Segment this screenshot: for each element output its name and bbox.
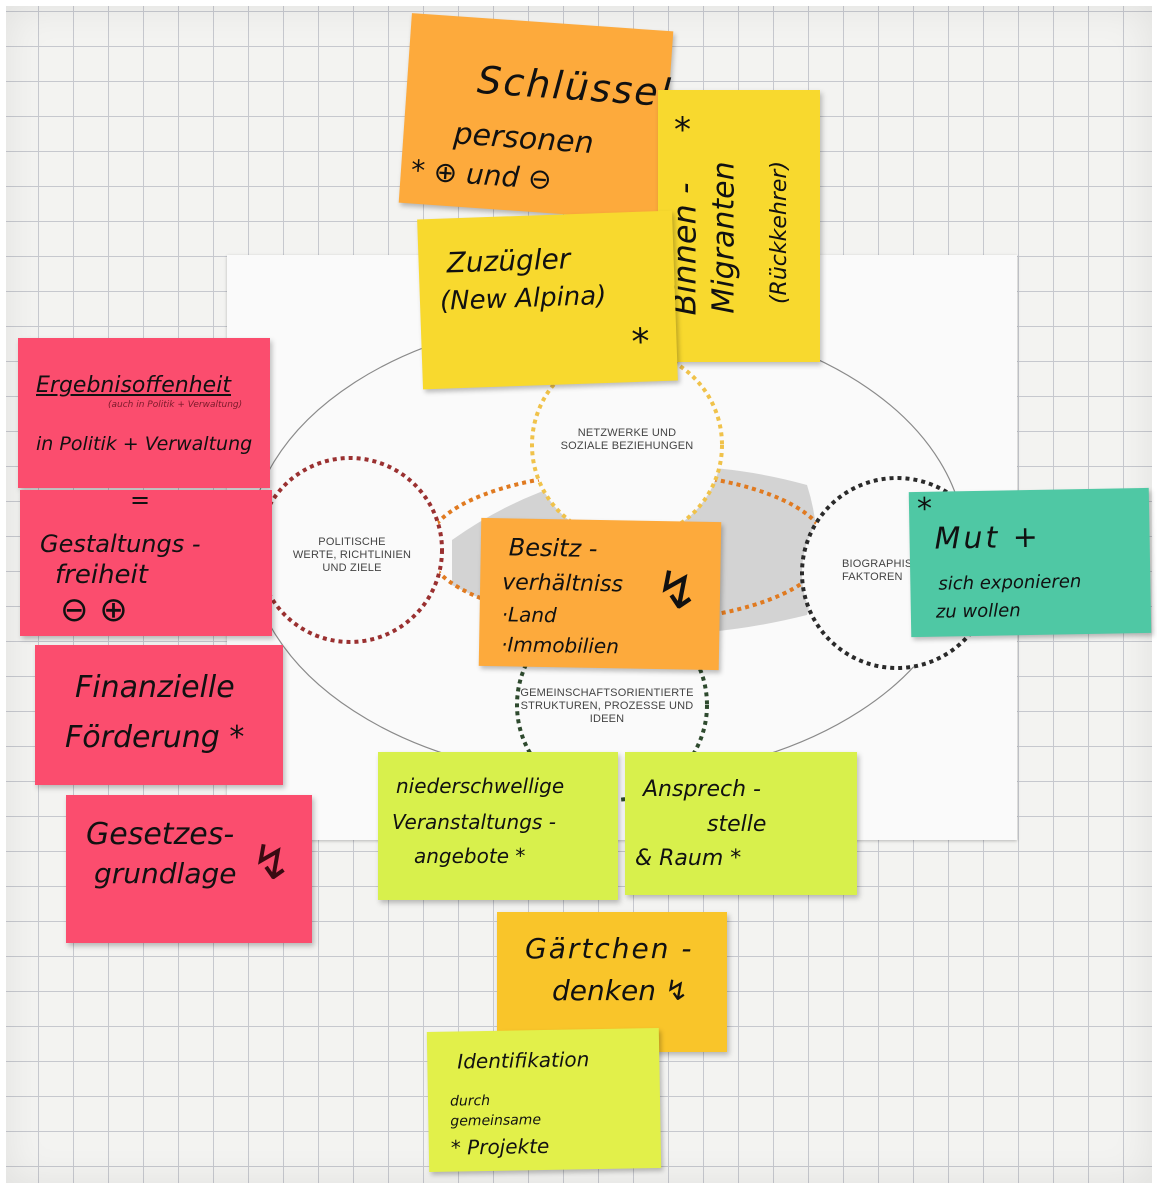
note-text-line: durch bbox=[449, 1092, 491, 1110]
note-text-line: Besitz - bbox=[508, 533, 598, 563]
note-text-line: Ergebnisoffenheit bbox=[36, 373, 231, 398]
note-text-line: Gärtchen - bbox=[525, 932, 694, 965]
note-text-line: freiheit bbox=[55, 560, 148, 590]
label-bottom-circle: GEMEINSCHAFTSORIENTIERTE STRUKTUREN, PRO… bbox=[520, 687, 694, 725]
note-text-line: ⊖ ⊕ bbox=[60, 590, 128, 630]
note-text-line: * bbox=[674, 110, 691, 150]
note-text-line: in Politik + Verwaltung bbox=[36, 433, 253, 455]
note-text-line: Gestaltungs - bbox=[40, 530, 201, 558]
note-text-line: angebote * bbox=[414, 844, 526, 868]
note-text-line: grundlage bbox=[94, 857, 237, 890]
note-ergebnisoffenheit: Ergebnisoffenheit (auch in Politik + Ver… bbox=[18, 338, 270, 488]
note-identifikation: Identifikation durch gemeinsame * Projek… bbox=[426, 1027, 662, 1173]
note-text-line: (New Alpina) bbox=[439, 280, 607, 317]
note-text-line: ·Immobilien bbox=[500, 632, 620, 659]
note-text-line: Zuzügler bbox=[446, 242, 571, 280]
note-text-line: Veranstaltungs - bbox=[392, 810, 556, 834]
note-text-line: gemeinsame bbox=[450, 1112, 542, 1130]
note-finanzielle-foerderung: Finanzielle Förderung * bbox=[35, 645, 283, 785]
circle-top bbox=[530, 348, 724, 542]
note-text-line: * bbox=[916, 491, 933, 527]
note-text-line: Finanzielle bbox=[75, 670, 235, 705]
note-text-line: & Raum * bbox=[635, 846, 742, 871]
note-niederschwellige-angebote: niederschwellige Veranstaltungs - angebo… bbox=[378, 752, 618, 900]
note-zuzuegler: Zuzügler (New Alpina) * bbox=[417, 210, 678, 390]
note-schluesselpersonen: Schlüssel- personen * ⊕ und ⊖ bbox=[398, 13, 689, 221]
note-text-line: * bbox=[630, 321, 651, 364]
note-text-line: zu wollen bbox=[935, 600, 1021, 623]
note-text-line: stelle bbox=[707, 812, 767, 837]
note-text-line: * Projekte bbox=[450, 1133, 550, 1160]
note-text-line: ↯ bbox=[251, 835, 292, 891]
note-mut-exponieren: * Mut + sich exponieren zu wollen bbox=[908, 487, 1152, 638]
note-text-line: * ⊕ und ⊖ bbox=[409, 153, 553, 197]
note-text-line: = bbox=[130, 486, 151, 514]
note-text-line: Mut + bbox=[934, 519, 1042, 557]
note-text-line: niederschwellige bbox=[396, 774, 565, 798]
note-text-line: Gesetzes- bbox=[86, 817, 235, 852]
lightning-icon: ↯ bbox=[654, 560, 700, 622]
note-text-line: denken ↯ bbox=[552, 974, 689, 1007]
note-text-line: Migranten bbox=[706, 161, 742, 314]
note-text-line: Identifikation bbox=[457, 1047, 590, 1074]
note-text-line: (auch in Politik + Verwaltung) bbox=[108, 400, 243, 410]
label-top-circle: NETZWERKE UND SOZIALE BEZIEHUNGEN bbox=[560, 427, 694, 452]
note-binnen-migranten: * Binnen - Migranten (Rückkehrer) bbox=[658, 90, 820, 362]
note-text-line: verhältniss bbox=[501, 570, 624, 598]
note-text-line: ·Land bbox=[501, 602, 557, 628]
note-gestaltungsfreiheit: = Gestaltungs - freiheit ⊖ ⊕ bbox=[20, 486, 272, 636]
note-ansprechstelle: Ansprech - stelle & Raum * bbox=[625, 752, 857, 895]
note-text-line: Ansprech - bbox=[643, 777, 761, 802]
label-left-circle: POLITISCHE WERTE, RICHTLINIEN UND ZIELE bbox=[292, 536, 412, 574]
note-text-line: sich exponieren bbox=[938, 571, 1082, 595]
note-text-line: personen bbox=[452, 116, 595, 162]
note-gesetzesgrundlage: Gesetzes- grundlage ↯ bbox=[66, 795, 312, 943]
note-text-line: Förderung * bbox=[65, 720, 245, 755]
note-text-line: (Rückkehrer) bbox=[767, 160, 793, 305]
note-besitzverhaeltnisse: Besitz - verhältniss ·Land ·Immobilien ↯ bbox=[478, 517, 722, 671]
